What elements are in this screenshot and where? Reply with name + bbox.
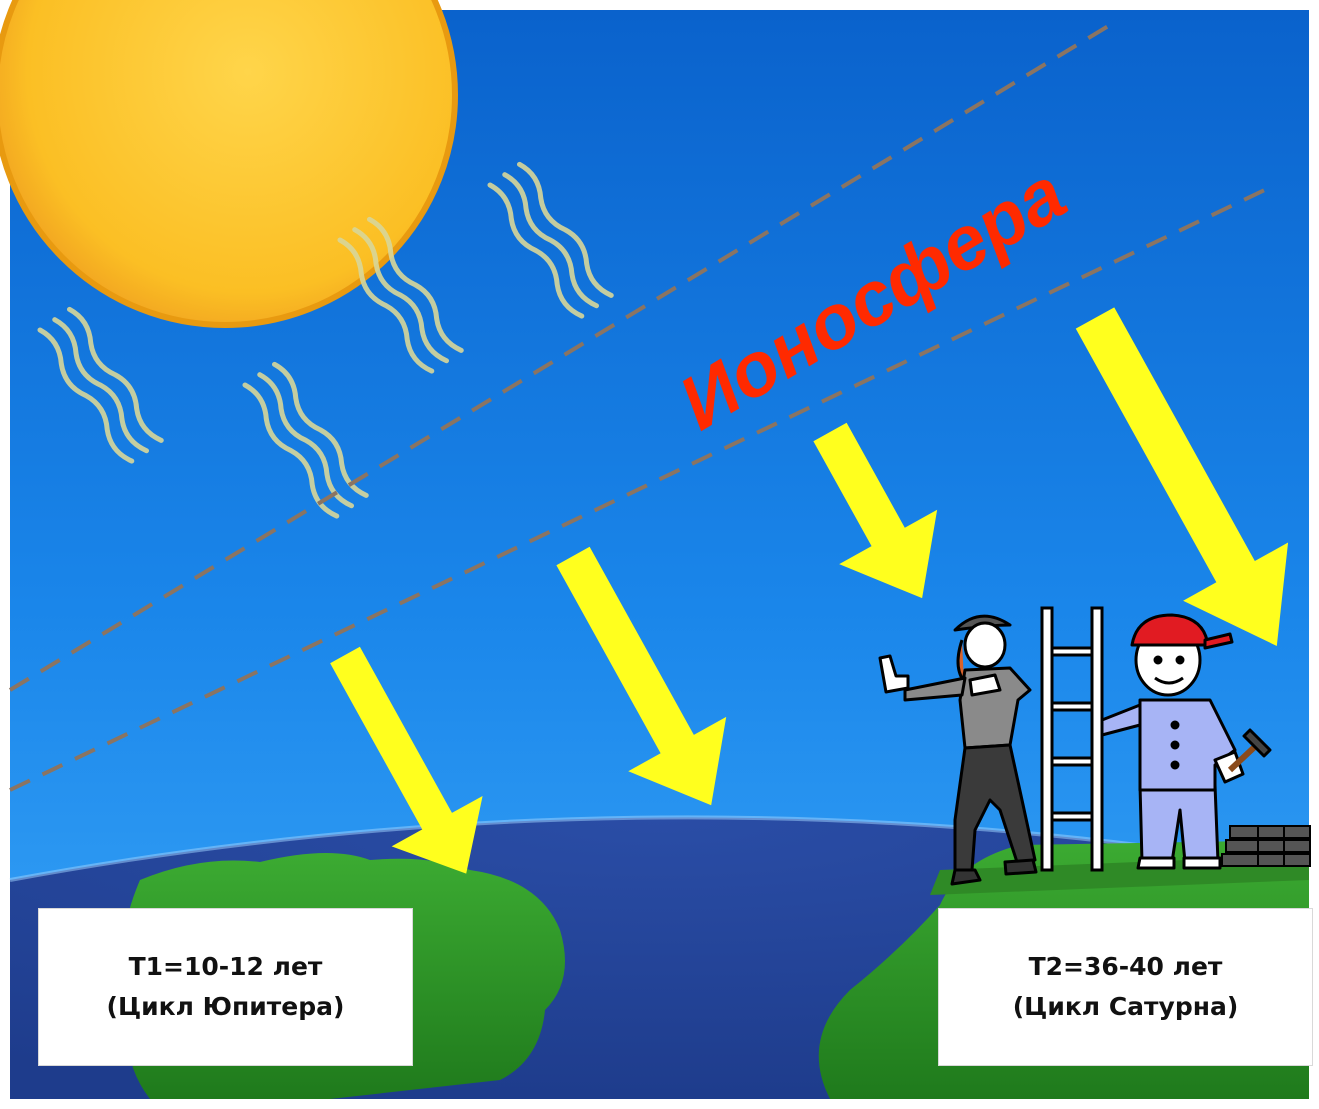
jupiter-cycle-box: Т1=10-12 лет (Цикл Юпитера) <box>38 908 413 1066</box>
jupiter-cycle-text: (Цикл Юпитера) <box>107 987 345 1027</box>
roof-tiles-icon <box>1222 826 1310 866</box>
saturn-cycle-box: Т2=36-40 лет (Цикл Сатурна) <box>938 908 1313 1066</box>
saturn-cycle-text: (Цикл Сатурна) <box>1013 987 1239 1027</box>
saturn-period-text: Т2=36-40 лет <box>1029 947 1223 987</box>
jupiter-period-text: Т1=10-12 лет <box>129 947 323 987</box>
